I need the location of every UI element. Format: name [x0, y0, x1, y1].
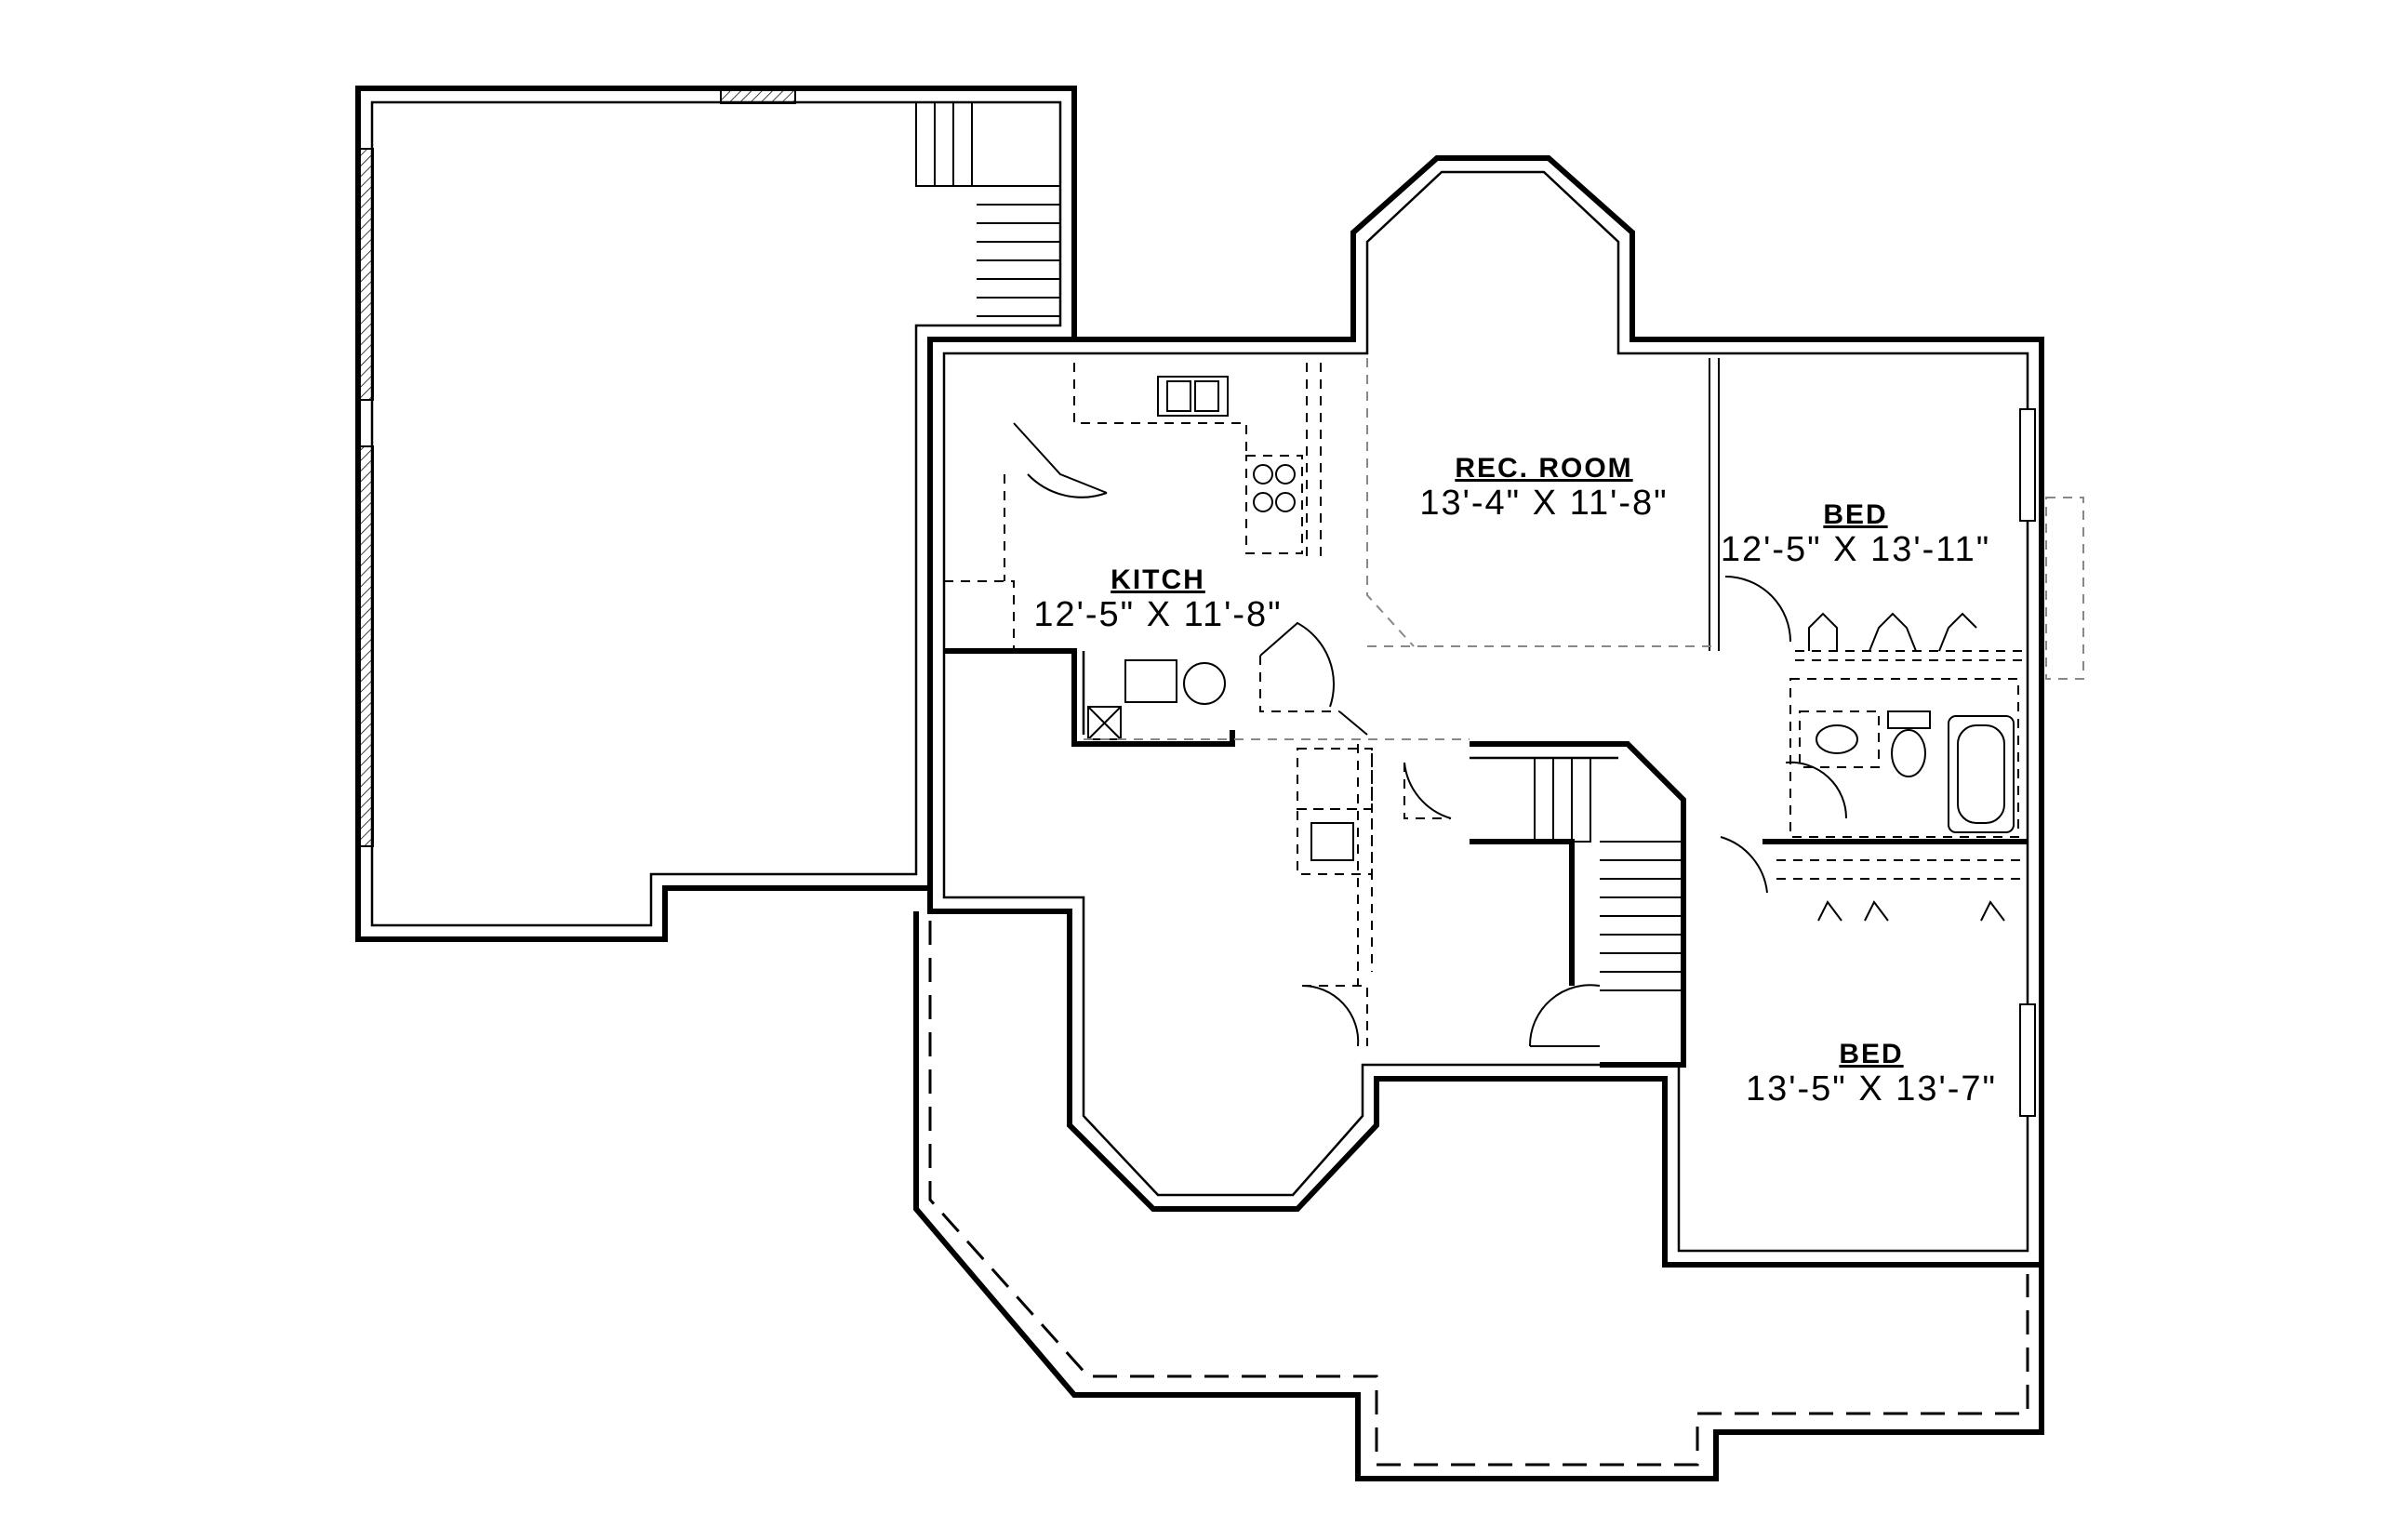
refrigerator	[943, 580, 1015, 652]
washer	[1124, 659, 1177, 703]
kitchen-fixtures	[943, 363, 1322, 652]
dryer	[1183, 662, 1226, 705]
deck	[913, 911, 2044, 1481]
garage-window	[720, 86, 796, 104]
kitchen-dimensions: 12'-5" X 11'-8"	[1033, 595, 1282, 634]
stair-treads-center	[1534, 757, 1683, 991]
house-walls	[927, 155, 2084, 1268]
stairs-top	[915, 101, 1061, 317]
stair-treads-top	[977, 204, 1060, 317]
rec-room-dimensions: 13'-4" X 11'-8"	[1419, 484, 1668, 523]
bed2-name: BED	[1839, 1039, 1903, 1069]
label-kitchen: KITCH 12'-5" X 11'-8"	[1033, 564, 1282, 634]
toilet-tank	[1887, 710, 1931, 729]
bed2-dimensions: 13'-5" X 13'-7"	[1746, 1069, 1997, 1109]
window-bed1	[2019, 408, 2036, 522]
doors	[1259, 576, 1848, 1047]
bathroom	[1799, 710, 2015, 833]
window-bed2	[2019, 1003, 2036, 1117]
bath-sink	[1816, 724, 1858, 754]
bay-projection	[2045, 497, 2084, 680]
toilet-bowl	[1891, 729, 1926, 777]
bed1-dimensions: 12'-5" X 13'-11"	[1721, 530, 1990, 569]
bed1-name: BED	[1823, 499, 1887, 530]
closets	[1776, 612, 2028, 922]
garage	[355, 86, 1077, 942]
interior-walls	[944, 358, 2028, 1068]
bathtub	[1948, 715, 2015, 833]
garage-door-opening-upper	[357, 148, 374, 401]
garage-door-opening-lower	[357, 445, 374, 847]
laundry	[1084, 659, 1470, 740]
label-bed-1: BED 12'-5" X 13'-11"	[1721, 499, 1990, 569]
cooktop	[1253, 464, 1296, 512]
kitchen-name: KITCH	[1111, 564, 1205, 595]
rec-room-name: REC. ROOM	[1455, 453, 1632, 484]
label-bed-2: BED 13'-5" X 13'-7"	[1746, 1039, 1997, 1109]
dining-builtins	[1297, 358, 1711, 986]
label-rec-room: REC. ROOM 13'-4" X 11'-8"	[1419, 453, 1668, 523]
